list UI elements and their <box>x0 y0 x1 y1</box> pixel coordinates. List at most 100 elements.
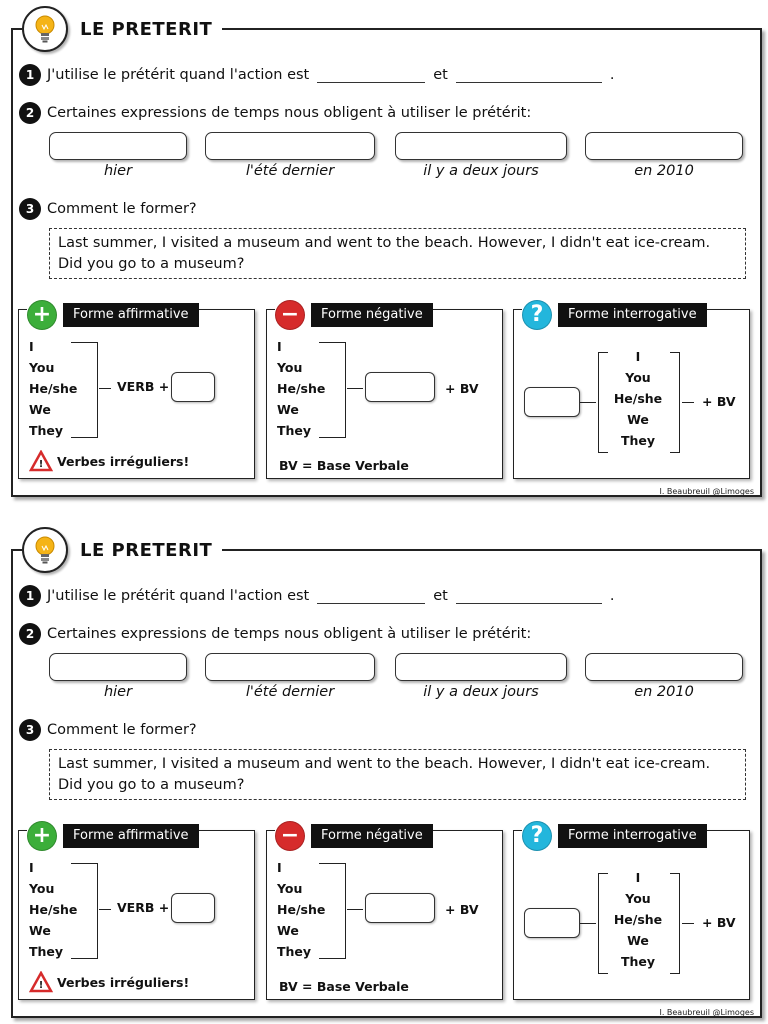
pronoun: We <box>277 402 299 417</box>
question-number: 3 <box>19 719 41 741</box>
expression-label: en 2010 <box>634 684 694 700</box>
expression-answer-box[interactable] <box>585 653 743 681</box>
verb-text: VERB + <box>117 900 170 915</box>
pronoun: You <box>625 370 651 385</box>
pronoun: They <box>277 423 312 438</box>
expression-answer-box[interactable] <box>49 132 187 160</box>
bracket-tick <box>598 873 608 874</box>
question-3: 3 Comment le former? <box>19 719 197 741</box>
bracket <box>598 352 680 452</box>
pronoun: He/she <box>29 381 78 396</box>
answer-blank-1[interactable] <box>317 589 426 604</box>
expression-answer-box[interactable] <box>49 653 187 681</box>
connector-line <box>682 402 694 403</box>
pronoun: They <box>620 433 656 448</box>
credit-text: I. Beaubreuil @Limoges <box>659 487 754 496</box>
bracket <box>319 342 346 438</box>
connector-line <box>347 909 363 910</box>
bracket-tick <box>598 973 608 974</box>
question-number: 1 <box>19 64 41 86</box>
pronoun: He/she <box>277 902 326 917</box>
panel-header: − Forme négative <box>275 821 433 851</box>
credit-text: I. Beaubreuil @Limoges <box>659 1008 754 1017</box>
bracket <box>598 873 680 973</box>
panel-header: ? Forme interrogative <box>522 821 707 851</box>
answer-blank-1[interactable] <box>317 68 426 83</box>
question-text: Certaines expressions de temps nous obli… <box>47 105 532 121</box>
question-number: 1 <box>19 585 41 607</box>
lightbulb-icon <box>22 6 68 52</box>
question-mark-icon: ? <box>522 821 552 851</box>
question-text: J'utilise le prétérit quand l'action est <box>47 588 310 604</box>
question-text: J'utilise le prétérit quand l'action est <box>47 67 310 83</box>
bracket-tick <box>598 352 608 353</box>
answer-box[interactable] <box>171 893 215 923</box>
example-line: Last summer, I visited a museum and went… <box>58 756 711 772</box>
end-text: . <box>609 588 615 604</box>
expression-answer-box[interactable] <box>205 132 375 160</box>
svg-text:!: ! <box>39 459 44 470</box>
pronoun: I <box>29 339 34 354</box>
plus-icon: + <box>27 300 57 330</box>
worksheet-1: 1 J'utilise le prétérit quand l'action e… <box>0 6 768 497</box>
answer-blank-2[interactable] <box>455 68 602 83</box>
svg-text:!: ! <box>39 980 44 991</box>
pronoun: We <box>627 412 649 427</box>
example-line: Did you go to a museum? <box>58 777 245 793</box>
panel-header: + Forme affirmative <box>27 300 199 330</box>
example-text-box: Last summer, I visited a museum and went… <box>49 228 746 279</box>
pronoun: We <box>627 933 649 948</box>
bracket-tick <box>598 452 608 453</box>
bracket-tick <box>670 452 680 453</box>
pronoun: We <box>277 923 299 938</box>
bracket-tick <box>670 873 680 874</box>
question-2: 2 Certaines expressions de temps nous ob… <box>19 102 531 124</box>
answer-box[interactable] <box>365 372 435 402</box>
answer-box[interactable] <box>524 387 580 417</box>
pronoun: They <box>29 944 64 959</box>
bracket <box>319 863 346 959</box>
connector-line <box>99 909 111 910</box>
answer-box[interactable] <box>171 372 215 402</box>
warning-text: Verbes irréguliers! <box>57 453 190 469</box>
pronoun: He/she <box>613 391 663 406</box>
question-1: 1 J'utilise le prétérit quand l'action e… <box>19 585 614 607</box>
title-header: LE PRETERIT <box>22 6 223 52</box>
warning-icon: ! <box>29 450 53 472</box>
expression-label: l'été dernier <box>245 163 335 179</box>
warning-icon: ! <box>29 971 53 993</box>
bracket <box>71 342 98 438</box>
title-header: LE PRETERIT <box>22 527 223 573</box>
question-text: Certaines expressions de temps nous obli… <box>47 626 532 642</box>
answer-blank-2[interactable] <box>455 589 602 604</box>
answer-box[interactable] <box>365 893 435 923</box>
panel-label: Forme négative <box>311 824 433 848</box>
expression-answer-box[interactable] <box>585 132 743 160</box>
question-number: 2 <box>19 102 41 124</box>
bracket-tick <box>670 973 680 974</box>
bv-definition: BV = Base Verbale <box>279 458 409 473</box>
connector-text: et <box>433 67 448 83</box>
example-text-box: Last summer, I visited a museum and went… <box>49 749 746 800</box>
pronoun: I <box>635 870 641 885</box>
question-number: 3 <box>19 198 41 220</box>
verb-text: VERB + <box>117 379 170 394</box>
expression-answer-box[interactable] <box>205 653 375 681</box>
pronoun: We <box>29 923 51 938</box>
pronoun: You <box>625 891 651 906</box>
panel-label: Forme négative <box>311 303 433 327</box>
question-text: Comment le former? <box>47 722 197 738</box>
panel-affirmative: + Forme affirmative I You He/she We They… <box>18 821 255 1000</box>
expression-answer-box[interactable] <box>395 653 567 681</box>
question-3: 3 Comment le former? <box>19 198 197 220</box>
question-number: 2 <box>19 623 41 645</box>
pronoun: They <box>29 423 64 438</box>
page-title: LE PRETERIT <box>80 18 213 40</box>
answer-box[interactable] <box>524 908 580 938</box>
connector-line <box>682 923 694 924</box>
expression-label: il y a deux jours <box>423 163 539 179</box>
expression-label: l'été dernier <box>245 684 335 700</box>
expression-answer-box[interactable] <box>395 132 567 160</box>
minus-icon: − <box>275 821 305 851</box>
pronoun: They <box>277 944 312 959</box>
